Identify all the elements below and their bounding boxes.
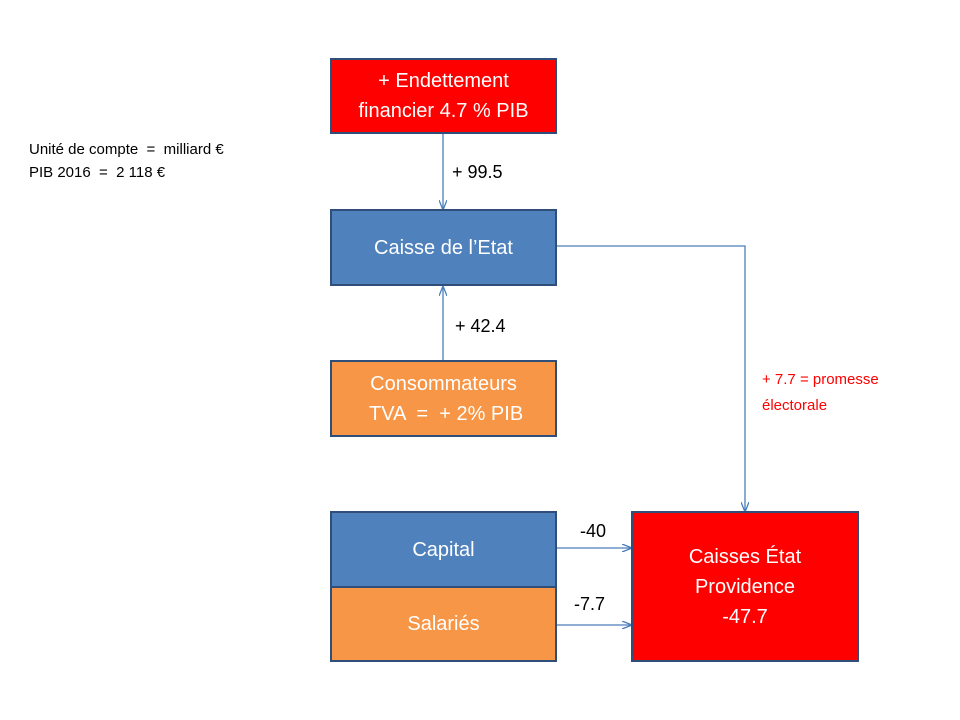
box-consumers-line-2: TVA = + 2% PIB <box>363 402 524 425</box>
flow-label-capital: -40 <box>580 521 607 541</box>
box-consumers: Consommateurs TVA = + 2% PIB <box>330 360 557 437</box>
box-debt: + Endettement financier 4.7 % PIB <box>330 58 557 134</box>
flow-label-promise-line-1: + 7.7 = promesse <box>762 371 879 388</box>
box-welfare-line-2: Providence <box>694 575 796 598</box>
box-capital-line-1: Capital <box>412 538 475 561</box>
box-debt-line-1: + Endettement <box>378 70 509 92</box>
arrow-treasury-to-welfare <box>556 245 745 511</box>
box-employees: Salariés <box>330 586 557 662</box>
flow-label-consumers: + 42.4 <box>455 316 506 336</box>
box-treasury: Caisse de l’Etat <box>330 209 557 286</box>
box-consumers-line-1: Consommateurs <box>370 372 517 395</box>
box-welfare-line-3: -47.7 <box>722 605 768 628</box>
box-welfare: Caisses État Providence -47.7 <box>631 511 859 662</box>
box-capital: Capital <box>330 511 557 588</box>
box-treasury-line-1: Caisse de l’Etat <box>374 236 513 259</box>
flow-label-debt: + 99.5 <box>452 162 503 182</box>
note-gdp: PIB 2016 = 2 118 € <box>29 164 166 181</box>
box-welfare-line-1: Caisses État <box>688 545 802 568</box>
box-debt-line-2: financier 4.7 % PIB <box>358 100 529 122</box>
note-unit: Unité de compte = milliard € <box>29 141 224 158</box>
flow-label-employees: -7.7 <box>574 594 606 614</box>
box-employees-line-1: Salariés <box>407 613 480 635</box>
flow-label-promise-line-2: électorale <box>762 397 828 414</box>
